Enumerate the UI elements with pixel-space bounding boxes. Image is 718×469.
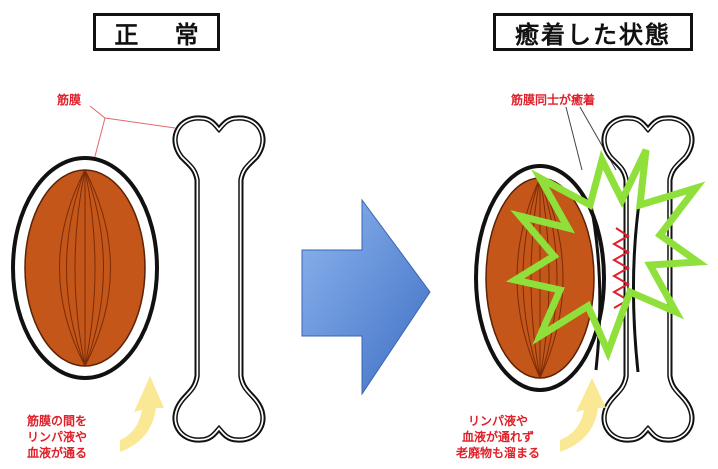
caption-left-line-3: 血液が通る — [27, 446, 88, 460]
fascia-leader-left-2 — [93, 117, 106, 161]
adhesion-fascia-2 — [631, 195, 642, 373]
muscle-left — [11, 156, 159, 380]
caption-left-line-2: リンパ液や — [27, 430, 88, 444]
bone-left — [177, 120, 261, 438]
caption-right-line-3: 老廃物も溜まる — [455, 446, 540, 460]
yellow-arrow-left — [120, 376, 164, 452]
muscle-right — [474, 164, 606, 392]
caption-left: 筋膜の間を リンパ液や 血液が通る — [27, 413, 87, 461]
adhesion-fascia — [588, 199, 602, 371]
adhesion-stitches — [611, 227, 631, 309]
yellow-arrow-right — [560, 378, 606, 452]
fascia-label-right: 筋膜同士が癒着 — [511, 93, 596, 107]
caption-left-line-1: 筋膜の間を — [27, 414, 88, 428]
fascia-leader-right-1 — [565, 106, 583, 171]
adhesion-starburst — [505, 148, 709, 362]
caption-right-line-2: 血液が通れず — [461, 430, 534, 444]
title-adhesion: 癒着した状態 — [493, 13, 693, 51]
caption-right: リンパ液や 血液が通れず 老廃物も溜まる — [446, 413, 550, 461]
transition-arrow — [301, 198, 431, 396]
title-normal: 正 常 — [93, 13, 220, 51]
fascia-label-left: 筋膜 — [57, 93, 82, 107]
caption-right-line-1: リンパ液や — [467, 414, 528, 428]
